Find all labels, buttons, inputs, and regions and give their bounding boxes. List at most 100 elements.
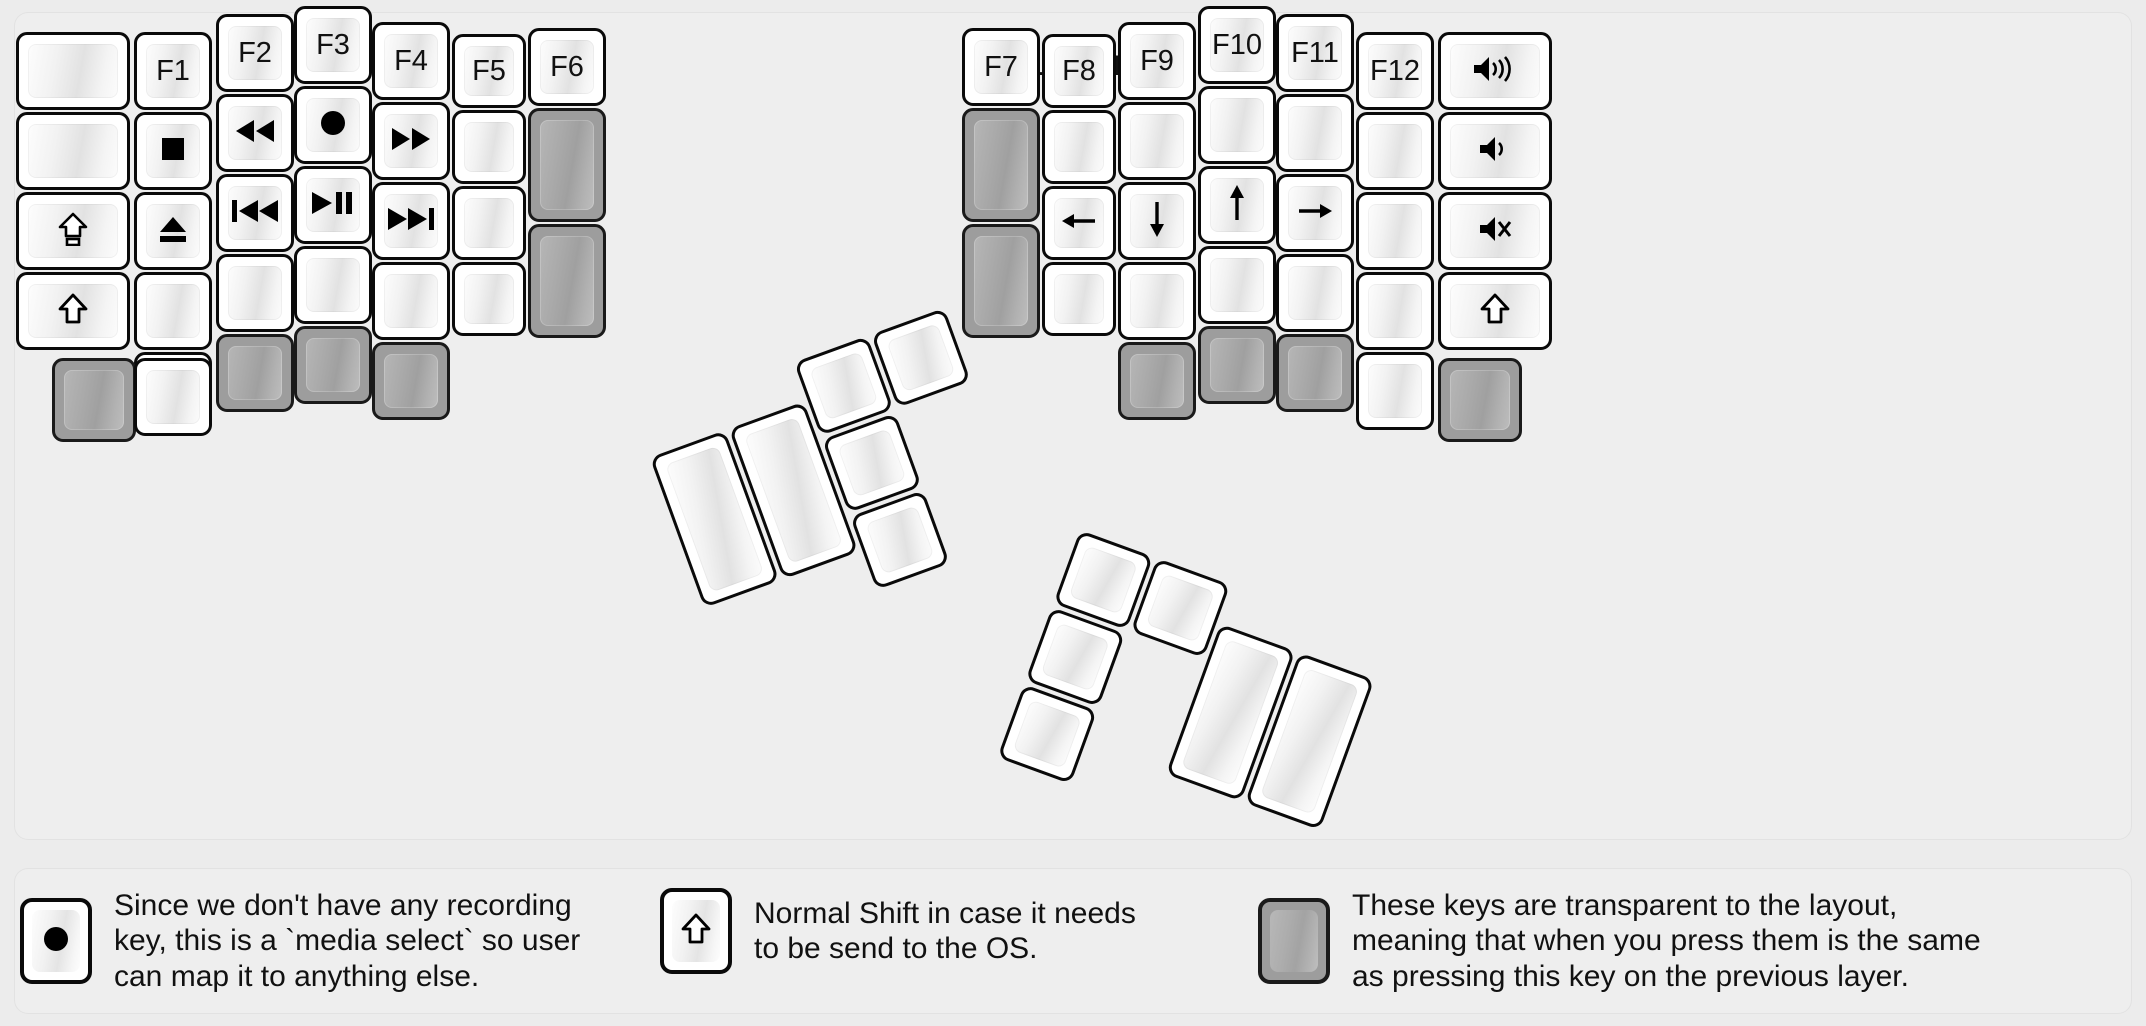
- key-f5[interactable]: F5: [452, 34, 526, 108]
- keycap-face: [1368, 204, 1422, 258]
- key-blank-3[interactable]: [134, 272, 212, 350]
- keycap-face: [1054, 198, 1104, 248]
- keycap-face: [1368, 284, 1422, 338]
- fast-forward-icon: [389, 125, 433, 157]
- key-arrow-up[interactable]: [1198, 166, 1276, 244]
- key-stop[interactable]: [134, 112, 212, 190]
- key-blank-9[interactable]: [452, 186, 526, 260]
- keycap-face: [540, 40, 594, 94]
- key-blank-5[interactable]: [216, 254, 294, 332]
- keycap-face: [384, 34, 438, 88]
- key-blank-22[interactable]: [1356, 272, 1434, 350]
- key-caps-lock[interactable]: [16, 192, 130, 270]
- key-transparent-10[interactable]: [1198, 326, 1276, 404]
- key-blank-12[interactable]: [1042, 110, 1116, 184]
- keycap-face: [228, 346, 282, 400]
- shift-icon: [1480, 293, 1510, 329]
- keycap-face: [540, 236, 594, 326]
- key-arrow-down[interactable]: [1118, 182, 1196, 260]
- key-blank-10[interactable]: [452, 262, 526, 336]
- legend-item-record: Since we don't have any recording key, t…: [20, 888, 580, 994]
- key-transparent-11[interactable]: [1276, 334, 1354, 412]
- key-f1[interactable]: F1: [134, 32, 212, 110]
- key-blank-8[interactable]: [452, 110, 526, 184]
- legend-keycap: [1258, 898, 1330, 985]
- key-fast-forward[interactable]: [372, 102, 450, 180]
- keycap-face: [1288, 346, 1342, 400]
- key-transparent-3[interactable]: [372, 342, 450, 420]
- key-next-track[interactable]: [372, 182, 450, 260]
- key-blank-15[interactable]: [1118, 262, 1196, 340]
- key-transparent-4[interactable]: [528, 108, 606, 222]
- keycap-face: [1130, 114, 1184, 168]
- key-blank-13[interactable]: [1042, 262, 1116, 336]
- key-blank-18[interactable]: [1276, 94, 1354, 172]
- key-f6[interactable]: F6: [528, 28, 606, 106]
- key-blank-17[interactable]: [1198, 246, 1276, 324]
- key-blank-7[interactable]: [372, 262, 450, 340]
- key-blank-19[interactable]: [1276, 254, 1354, 332]
- keycap-face: [1054, 274, 1104, 324]
- key-transparent-7[interactable]: [962, 108, 1040, 222]
- key-f2[interactable]: F2: [216, 14, 294, 92]
- key-f8[interactable]: F8: [1042, 34, 1116, 108]
- keycap-face: [1368, 364, 1422, 418]
- keycap-face: [384, 274, 438, 328]
- key-f10[interactable]: F10: [1198, 6, 1276, 84]
- arrow-up-icon: [1224, 183, 1250, 227]
- key-blank-11[interactable]: [134, 358, 212, 436]
- keycap-face: [540, 120, 594, 210]
- key-blank-23[interactable]: [1356, 352, 1434, 430]
- keycap-face: [228, 26, 282, 80]
- legend-item-shift: Normal Shift in case it needs to be send…: [660, 888, 1136, 974]
- keycap-face: [228, 266, 282, 320]
- key-volume-mute[interactable]: [1438, 192, 1552, 270]
- key-blank-1[interactable]: [16, 32, 130, 110]
- key-blank-21[interactable]: [1356, 192, 1434, 270]
- key-transparent-5[interactable]: [528, 224, 606, 338]
- keycap-face: [1270, 910, 1318, 973]
- key-f11[interactable]: F11: [1276, 14, 1354, 92]
- key-f7[interactable]: F7: [962, 28, 1040, 106]
- key-arrow-right[interactable]: [1276, 174, 1354, 252]
- key-blank-2[interactable]: [16, 112, 130, 190]
- key-blank-6[interactable]: [294, 246, 372, 324]
- key-f4[interactable]: F4: [372, 22, 450, 100]
- key-transparent-9[interactable]: [1118, 342, 1196, 420]
- key-play-pause[interactable]: [294, 166, 372, 244]
- key-f12[interactable]: F12: [1356, 32, 1434, 110]
- key-shift-right[interactable]: [1438, 272, 1552, 350]
- next-track-icon: [386, 205, 436, 237]
- key-record[interactable]: [294, 86, 372, 164]
- key-transparent-12[interactable]: [1438, 358, 1522, 442]
- key-transparent-2[interactable]: [294, 326, 372, 404]
- arrow-right-icon: [1296, 198, 1334, 228]
- keycap-face: [306, 338, 360, 392]
- keycap-face: [1068, 545, 1138, 615]
- keycap-face: [464, 46, 514, 96]
- volume-down-icon: [1478, 134, 1512, 168]
- record-icon: [39, 922, 73, 960]
- key-volume-up[interactable]: [1438, 32, 1552, 110]
- key-f9[interactable]: F9: [1118, 22, 1196, 100]
- keycap-face: [1368, 44, 1422, 98]
- eject-icon: [156, 213, 190, 249]
- key-prev-track[interactable]: [216, 174, 294, 252]
- keycap-face: [28, 124, 118, 178]
- key-volume-down[interactable]: [1438, 112, 1552, 190]
- key-rewind[interactable]: [216, 94, 294, 172]
- legend-keycap: [660, 888, 732, 974]
- key-transparent-8[interactable]: [962, 224, 1040, 338]
- key-transparent-6[interactable]: [52, 358, 136, 442]
- key-blank-16[interactable]: [1198, 86, 1276, 164]
- key-blank-20[interactable]: [1356, 112, 1434, 190]
- key-shift[interactable]: [16, 272, 130, 350]
- key-arrow-left[interactable]: [1042, 186, 1116, 260]
- legend-text: These keys are transparent to the layout…: [1352, 889, 1981, 993]
- key-blank-14[interactable]: [1118, 102, 1196, 180]
- key-transparent-1[interactable]: [216, 334, 294, 412]
- key-f3[interactable]: F3: [294, 6, 372, 84]
- key-eject[interactable]: [134, 192, 212, 270]
- keycap-face: [464, 122, 514, 172]
